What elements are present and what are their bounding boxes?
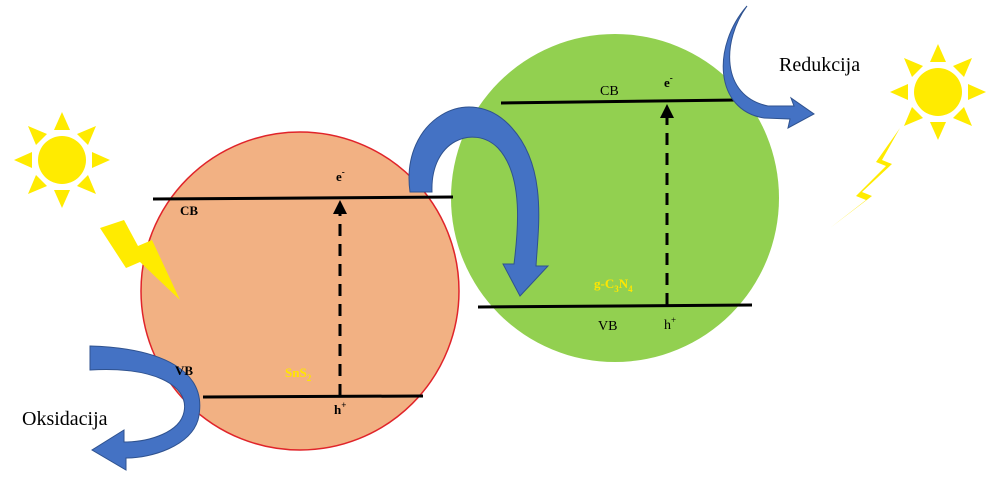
reduction-arrow [722,5,815,129]
gc3n4-material-label: g-C3N4 [594,276,633,294]
gc3n4-hole-label: h+ [664,315,676,333]
lightning-icon-left [100,220,180,300]
gc3n4-excitation-arrowhead [660,104,674,118]
sun-icon-right [890,44,986,140]
sns2-cb-label: CB [180,203,198,218]
lightning-icon-right [830,128,900,228]
reduction-label: Redukcija [779,54,860,76]
gc3n4-electron-label: e- [664,73,673,90]
sun-icon-left [14,112,110,208]
sns2-material-label: SnS2 [285,365,312,383]
sns2-vb-line [202,394,424,399]
sns2-hole-label: h+ [334,400,346,417]
oxidation-arrow [89,345,201,471]
sns2-excitation-arrowhead [333,200,347,214]
gc3n4-vb-label: VB [598,319,617,334]
gc3n4-vb-line [477,303,753,309]
gc3n4-cb-label: CB [600,84,619,99]
sns2-electron-label: e- [336,167,345,184]
oxidation-label: Oksidacija [22,408,108,430]
gc3n4-cb-line [500,98,738,105]
electron-transfer-arrow [408,106,550,297]
sns2-cb-line [152,195,454,201]
sns2-particle [140,131,460,451]
sns2-vb-label: VB [175,363,193,378]
